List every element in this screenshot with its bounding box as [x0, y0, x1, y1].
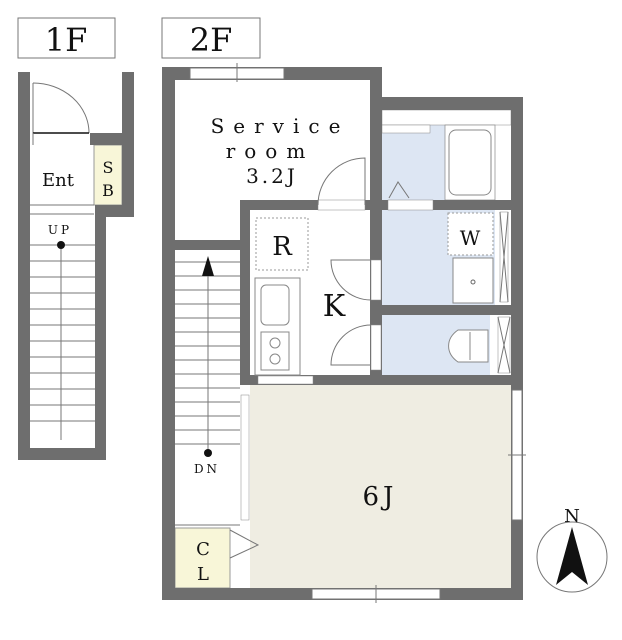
stairs-1f: [30, 244, 95, 440]
refrigerator-space: [255, 217, 309, 271]
svg-text:C: C: [196, 539, 210, 560]
bathroom: [382, 125, 445, 200]
svg-text:R: R: [272, 232, 293, 262]
room-label-kitchen: K: [323, 289, 346, 324]
compass-icon: N: [536, 506, 608, 593]
first-floor-plan: Ent S B UP: [18, 72, 134, 460]
svg-text:B: B: [102, 181, 114, 200]
toilet: [448, 329, 489, 363]
svg-text:2F: 2F: [190, 21, 233, 59]
room-label-service: Service: [211, 114, 350, 138]
kitchen-sink: [260, 284, 290, 326]
bathtub: [448, 129, 492, 196]
up-arrow-icon: [202, 256, 214, 276]
stairs-2f: [175, 261, 240, 526]
main-room: [250, 385, 511, 588]
svg-text:L: L: [197, 564, 209, 585]
svg-text:room: room: [226, 139, 315, 163]
svg-text:3.2J: 3.2J: [246, 164, 298, 188]
svg-text:DN: DN: [194, 462, 220, 476]
svg-text:UP: UP: [48, 223, 72, 237]
svg-text:S: S: [103, 158, 114, 177]
svg-text:1F: 1F: [45, 21, 88, 59]
svg-text:N: N: [564, 506, 580, 527]
floor-label-2f: 2F: [161, 17, 261, 59]
room-label-main: 6J: [363, 482, 398, 512]
washer-space: [447, 212, 494, 256]
floor-label-1f: 1F: [17, 17, 116, 59]
second-floor-plan: Service room 3.2J R K W 6J C L DN: [162, 63, 526, 603]
room-label-entrance: Ent: [42, 170, 75, 191]
svg-text:W: W: [460, 226, 481, 250]
